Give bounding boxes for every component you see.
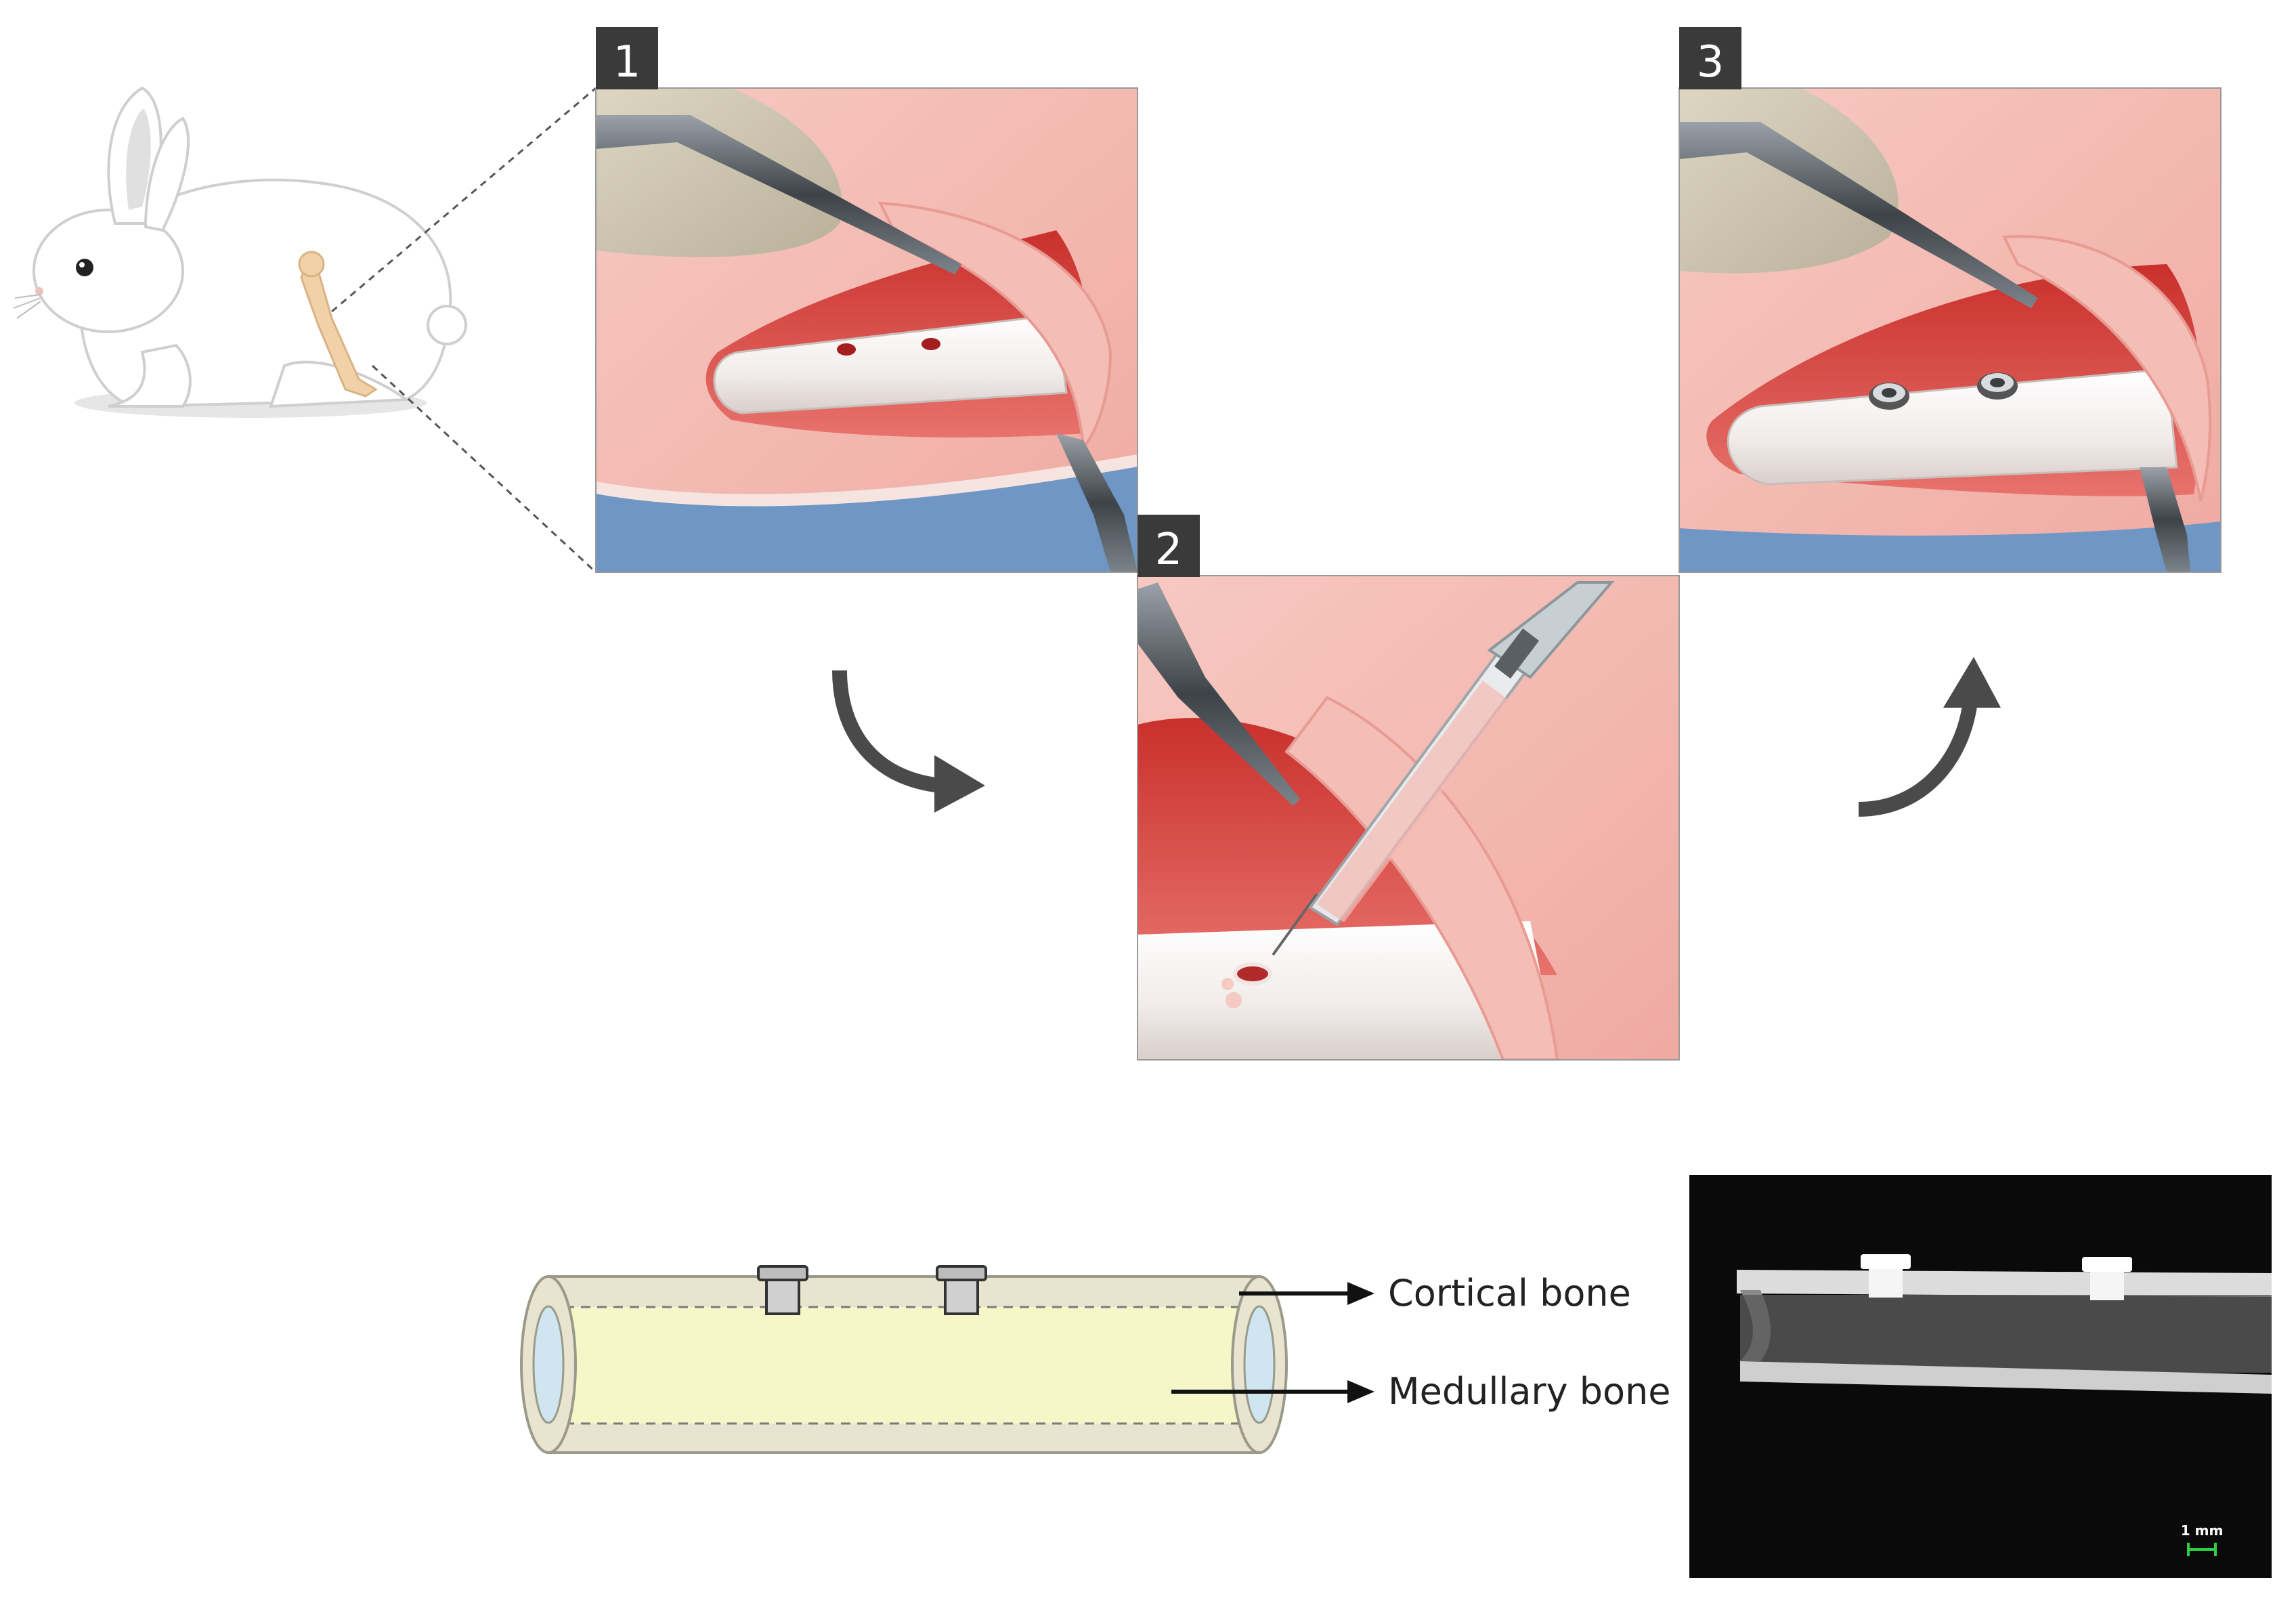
implant-screw-icon xyxy=(1977,372,2018,400)
implant-screw-icon xyxy=(1869,383,1909,410)
implant-screw-icon xyxy=(1861,1254,1911,1298)
forceps-icon xyxy=(1138,582,1300,806)
implant-screw-icon xyxy=(757,1265,808,1315)
panel-step-2 xyxy=(1137,575,1680,1061)
step-number: 3 xyxy=(1697,37,1725,87)
step-badge-2: 2 xyxy=(1138,515,1200,577)
curved-arrow-icon xyxy=(1858,657,2001,817)
step-number: 1 xyxy=(613,37,641,87)
syringe-icon xyxy=(1272,581,1615,956)
femur-bone xyxy=(713,314,1068,414)
implant-screw-icon xyxy=(2082,1257,2132,1300)
surgical-drape xyxy=(1679,521,2221,572)
zoom-guide-lines xyxy=(331,87,597,574)
femur-bone xyxy=(1138,921,1557,1060)
forceps-icon xyxy=(1056,433,1138,572)
panel-step-1 xyxy=(595,87,1138,573)
medullary-canal xyxy=(1243,1305,1276,1424)
drill-hole xyxy=(837,343,856,356)
cortical-bone-label: Cortical bone xyxy=(1388,1272,1631,1314)
step-badge-1: 1 xyxy=(596,27,658,89)
curved-arrow-icon xyxy=(832,670,985,813)
forceps-icon xyxy=(2140,467,2190,572)
scale-bar: 1 mm xyxy=(2181,1522,2224,1556)
medullary-canal xyxy=(532,1305,565,1424)
scale-bar-label: 1 mm xyxy=(2181,1522,2224,1539)
drill-hole xyxy=(1233,962,1272,985)
step-number: 2 xyxy=(1155,525,1183,575)
step-badge-3: 3 xyxy=(1679,27,1741,89)
panel-step-3 xyxy=(1678,87,2222,573)
forceps-icon xyxy=(1679,122,2038,308)
drill-hole xyxy=(922,338,940,350)
forceps-icon xyxy=(596,115,961,274)
implant-screw-icon xyxy=(936,1265,987,1315)
femur-bone xyxy=(1727,368,2178,486)
medullary-bone-label: Medullary bone xyxy=(1388,1370,1671,1413)
medullary-layer xyxy=(548,1307,1259,1424)
surgical-drape xyxy=(596,461,1138,572)
label-arrows xyxy=(1171,1282,1374,1403)
ct-image: 1 mm xyxy=(1689,1175,2272,1578)
rabbit-illustration xyxy=(13,86,467,418)
bone-schematic xyxy=(520,1265,1288,1454)
